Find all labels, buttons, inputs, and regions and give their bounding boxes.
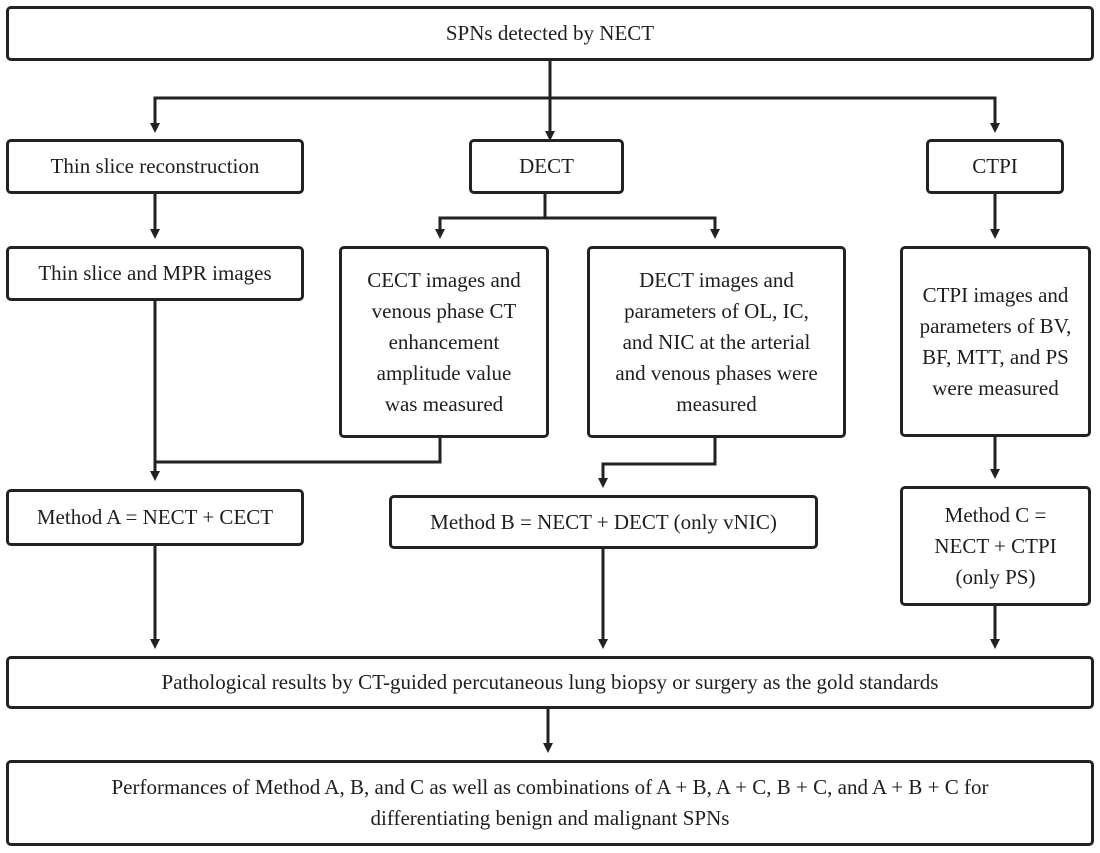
box-cect-images: CECT images and venous phase CT enhancem… bbox=[339, 246, 549, 438]
box-ctpi: CTPI bbox=[926, 139, 1064, 194]
box-pathological-results: Pathological results by CT-guided percut… bbox=[6, 656, 1094, 709]
box-spns-detected: SPNs detected by NECT bbox=[6, 6, 1094, 61]
box-method-c: Method C = NECT + CTPI (only PS) bbox=[900, 486, 1091, 606]
box-thin-slice-mpr-images: Thin slice and MPR images bbox=[6, 246, 304, 301]
box-dect-images: DECT images and parameters of OL, IC, an… bbox=[587, 246, 846, 438]
box-ctpi-images: CTPI images and parameters of BV, BF, MT… bbox=[900, 246, 1091, 437]
box-performances: Performances of Method A, B, and C as we… bbox=[6, 760, 1094, 846]
connector-branch-bar bbox=[153, 96, 997, 124]
connector-cect-to-method-a bbox=[155, 438, 442, 464]
box-method-a: Method A = NECT + CECT bbox=[6, 489, 304, 546]
box-thin-slice-reconstruction: Thin slice reconstruction bbox=[6, 139, 304, 194]
connector-dect-split bbox=[435, 194, 547, 239]
connector-dect-img-to-method-b bbox=[598, 438, 717, 488]
connector-dect-split-right bbox=[545, 216, 720, 239]
box-method-b: Method B = NECT + DECT (only vNIC) bbox=[389, 495, 818, 549]
box-dect: DECT bbox=[469, 139, 624, 194]
